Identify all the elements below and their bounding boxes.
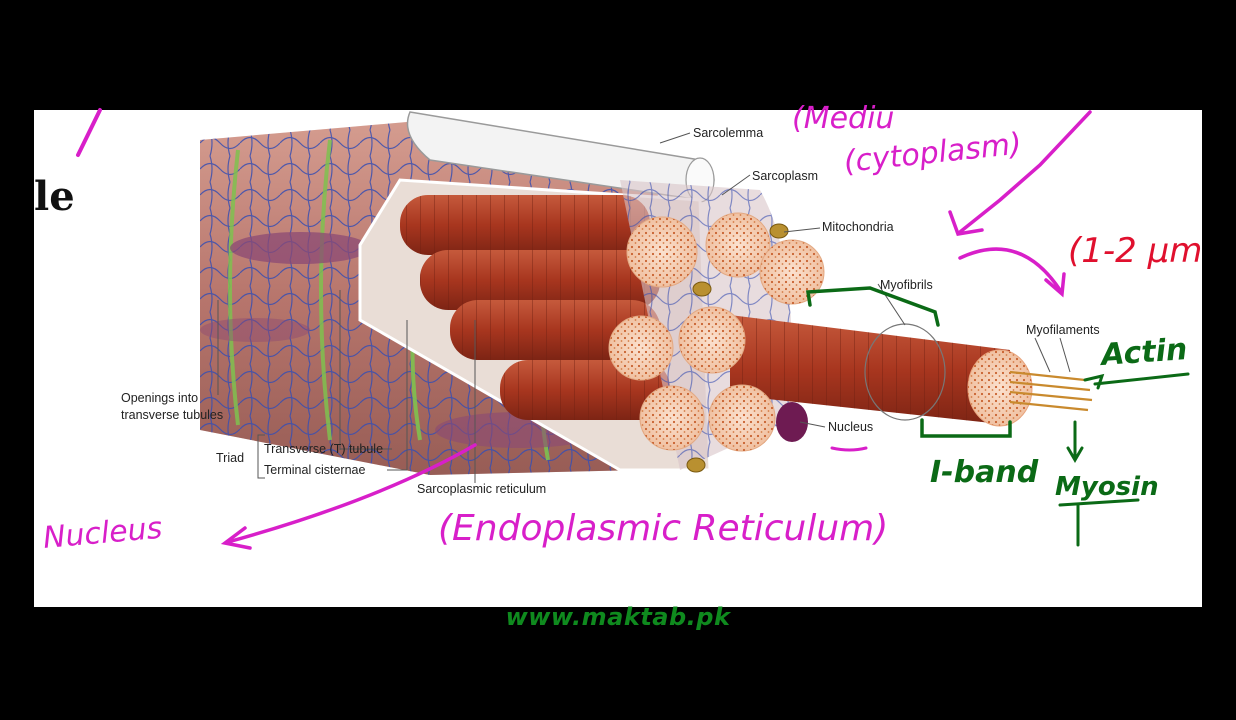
green-annotations: Actin I-band Myosin: [805, 286, 1190, 547]
extended-myofibril: [730, 315, 1093, 427]
annotation-i-band: I-band: [930, 455, 1039, 490]
annotation-left-fragment: le: [34, 173, 75, 220]
label-terminal-cisternae: Terminal cisternae: [264, 463, 365, 477]
label-sarcolemma: Sarcolemma: [693, 126, 763, 140]
label-openings-line1: Openings into: [121, 391, 198, 405]
label-myofibrils: Myofibrils: [880, 278, 933, 292]
label-openings-line2: transverse tubules: [121, 408, 223, 422]
label-myofilaments: Myofilaments: [1026, 323, 1100, 337]
annotation-endoplasmic: (Endoplasmic Reticulum): [438, 508, 888, 549]
annotation-actin: Actin: [1098, 332, 1188, 373]
annotation-top-fragment: (Mediu: [792, 101, 894, 136]
website-watermark: www.maktab.pk: [505, 603, 731, 631]
myofibril-cross-sections: [608, 212, 825, 473]
label-leader-lines: [217, 132, 1071, 483]
label-nucleus: Nucleus: [828, 420, 873, 434]
label-mitochondria: Mitochondria: [822, 220, 894, 234]
label-triad: Triad: [216, 451, 244, 465]
label-sarcoplasm: Sarcoplasm: [752, 169, 818, 183]
annotation-size: (1-2 μm: [1068, 231, 1202, 271]
diagram-labels: Sarcolemma Sarcoplasm Mitochondria Myofi…: [121, 126, 1100, 496]
annotation-myosin: Myosin: [1055, 472, 1159, 502]
label-t-tubule: Transverse (T) tubule: [264, 442, 383, 456]
label-sarcoplasmic-reticulum: Sarcoplasmic reticulum: [417, 482, 546, 496]
